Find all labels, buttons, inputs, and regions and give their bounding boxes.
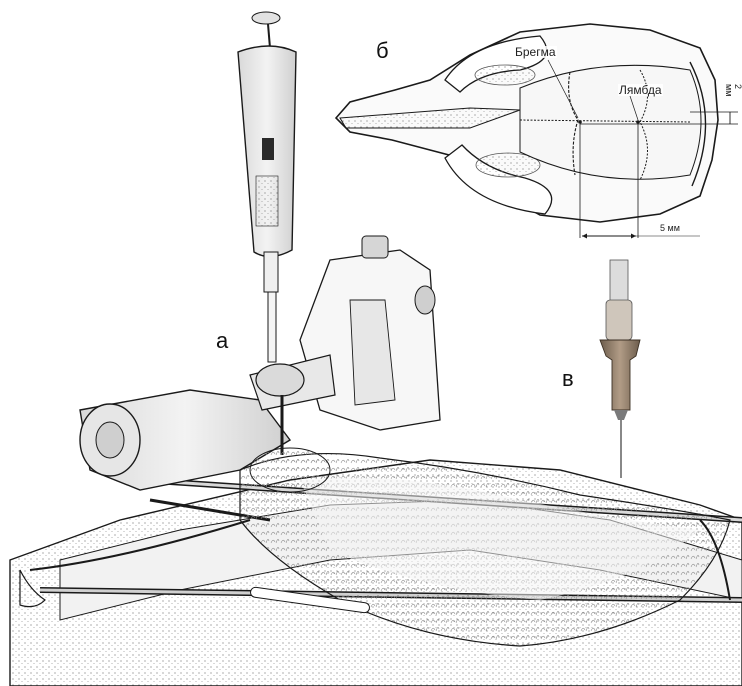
ear-bar-wheel-hub	[96, 422, 124, 458]
pipette-shaft	[264, 252, 278, 292]
pipette-label	[256, 176, 278, 226]
panel-label-b: б	[376, 40, 389, 62]
needle-hub	[600, 340, 640, 410]
bregma-point	[578, 120, 582, 124]
needle-tube	[610, 260, 628, 304]
needle-tip	[614, 410, 628, 420]
pipette-display	[262, 138, 274, 160]
needle-connector	[606, 300, 632, 340]
bregma-label: Брегма	[514, 46, 557, 58]
holder-clamp	[256, 364, 304, 396]
tower-knob	[362, 236, 388, 258]
pipette	[238, 12, 296, 362]
lambda-point	[636, 120, 640, 124]
panel-label-a: а	[216, 330, 228, 352]
skull-vault	[520, 65, 701, 179]
scale-label-2mm: 2 мм	[724, 84, 742, 96]
rat-head	[250, 448, 330, 492]
skull-orbit-upper	[475, 65, 535, 85]
pipette-plunger	[268, 24, 270, 48]
pipette-tip	[268, 292, 276, 362]
lambda-label: Лямбда	[618, 84, 663, 96]
tower-side-knob	[415, 286, 435, 314]
pipette-plunger-cap	[252, 12, 280, 24]
panel-label-v: в	[562, 368, 574, 390]
scale-label-5mm: 5 мм	[660, 224, 680, 233]
needle-illustration	[600, 260, 640, 478]
